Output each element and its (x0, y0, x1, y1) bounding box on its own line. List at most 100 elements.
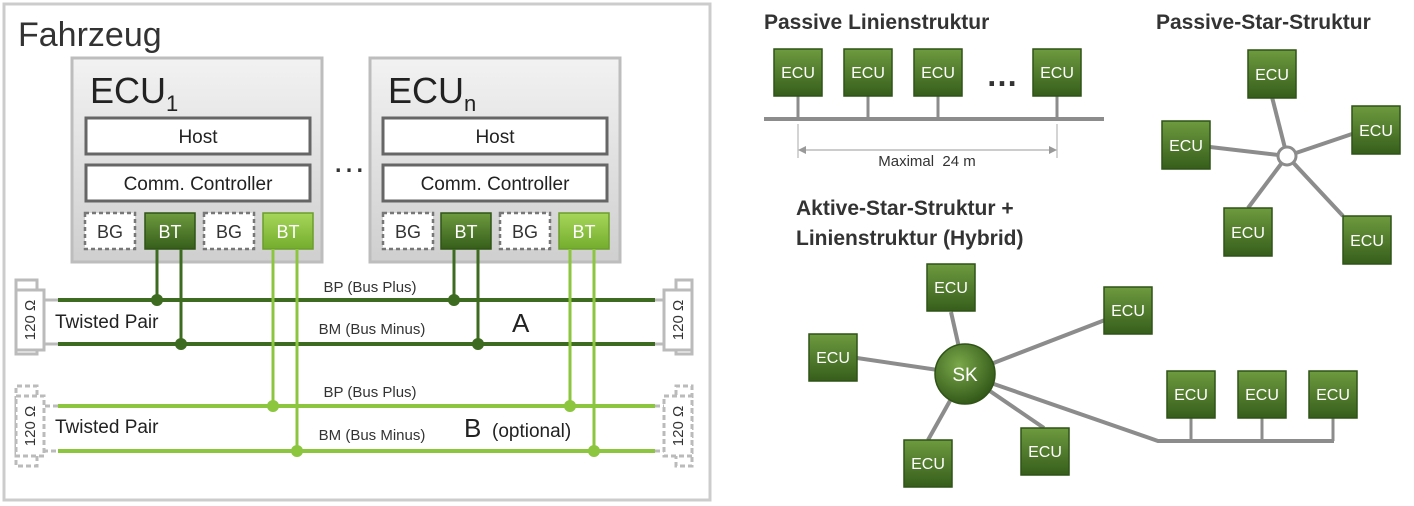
junction-dot (291, 445, 303, 457)
active-star-hub: SK (934, 343, 996, 405)
passive-star-ecu: ECU (1247, 49, 1297, 99)
ecu-1-controller (84, 163, 312, 203)
active-star-ecu: ECU (808, 333, 858, 382)
ecu-n-slot-bg-1: BG (381, 211, 435, 251)
svg-text:BT: BT (276, 222, 299, 242)
ecu-n-host (381, 116, 609, 156)
ecu-1-host (84, 116, 312, 156)
resistor-b-left: 120 Ω (14, 384, 58, 468)
passive-line-title: Passive Linienstruktur (764, 11, 989, 34)
svg-text:ECU: ECU (1028, 444, 1062, 461)
active-star-ecu: ECU (1103, 286, 1153, 335)
ecu-ellipsis: … (332, 142, 366, 180)
svg-text:ECU: ECU (816, 350, 850, 367)
passive-star-panel: Passive-Star-Struktur ECU ECU ECU ECU EC… (1156, 11, 1401, 265)
ecu-1-host-label: Host (178, 127, 218, 148)
passive-star-ecu: ECU (1342, 215, 1392, 265)
svg-text:BT: BT (572, 222, 595, 242)
svg-text:ECU: ECU (1316, 387, 1350, 404)
active-star-title-line1: Aktive-Star-Struktur + (796, 197, 1014, 220)
active-star-ecu: ECU (926, 263, 976, 312)
ecu-n-controller (381, 163, 609, 203)
passive-star-ecu: ECU (1161, 120, 1211, 170)
junction-dot (151, 294, 163, 306)
junction-dot (472, 338, 484, 350)
channel-a-bus (58, 249, 655, 350)
svg-text:ECU: ECU (1245, 387, 1279, 404)
resistor-b-right: 120 Ω (655, 384, 694, 468)
svg-text:BT: BT (158, 222, 181, 242)
ecu-1-slot-bg-1: BG (83, 211, 137, 251)
svg-text:120 Ω: 120 Ω (22, 300, 39, 340)
ecu-n-sub: n (464, 91, 476, 116)
channel-a-bp-label: BP (Bus Plus) (323, 279, 416, 296)
active-star-ecu: ECU (903, 439, 953, 488)
passive-star-ecu: ECU (1223, 207, 1273, 257)
svg-text:ECU: ECU (1174, 387, 1208, 404)
resistor-a-right: 120 Ω (655, 278, 694, 356)
vehicle-panel: Fahrzeug ECU1 Host Comm. Controller ECUn… (2, 2, 712, 502)
vehicle-title: Fahrzeug (18, 16, 162, 54)
active-star-title-line2: Linienstruktur (Hybrid) (796, 227, 1024, 250)
resistor-a-left: 120 Ω (14, 278, 58, 356)
passive-star-hub (1276, 145, 1298, 167)
junction-dot (267, 400, 279, 412)
svg-text:BG: BG (395, 222, 421, 242)
svg-text:ECU: ECU (1350, 233, 1384, 250)
hybrid-line-ecu: ECU (1166, 370, 1216, 419)
svg-text:120 Ω: 120 Ω (670, 300, 687, 340)
ecu-n-slot-bt-a: BT (440, 212, 492, 250)
active-star-hub-label: SK (952, 365, 978, 386)
ecu-1-slot-bg-2: BG (202, 211, 256, 251)
svg-text:120 Ω: 120 Ω (22, 406, 39, 446)
junction-dot (588, 445, 600, 457)
svg-text:ECU: ECU (781, 65, 815, 82)
svg-text:ECUn: ECUn (388, 70, 476, 116)
channel-a-letter: A (512, 308, 530, 338)
svg-text:ECU: ECU (1040, 65, 1074, 82)
channel-a-pair-label: Twisted Pair (55, 312, 159, 333)
svg-text:ECU: ECU (1231, 225, 1265, 242)
svg-text:120 Ω: 120 Ω (670, 406, 687, 446)
ecu-1-name: ECU (90, 70, 166, 111)
svg-text:BT: BT (454, 222, 477, 242)
ecu-n-slot-bg-2: BG (498, 211, 552, 251)
active-star-panel: Aktive-Star-Struktur + Linienstruktur (H… (796, 197, 1358, 488)
channel-a-bm-label: BM (Bus Minus) (319, 321, 426, 338)
svg-text:ECU: ECU (1169, 138, 1203, 155)
junction-dot (448, 294, 460, 306)
ecu-1-controller-label: Comm. Controller (124, 174, 274, 195)
ecu-n-name: ECU (388, 70, 464, 111)
ecu-n-controller-label: Comm. Controller (421, 174, 571, 195)
svg-text:ECU: ECU (911, 456, 945, 473)
passive-line-ecu: ECU (913, 48, 963, 97)
svg-text:BG: BG (512, 222, 538, 242)
ecu-1-slot-bt-a: BT (144, 212, 196, 250)
svg-text:ECU1: ECU1 (90, 70, 178, 116)
passive-line-ecu: ECU (1032, 48, 1082, 97)
passive-star-title: Passive-Star-Struktur (1156, 11, 1371, 34)
channel-b-note: (optional) (492, 421, 571, 442)
svg-text:ECU: ECU (851, 65, 885, 82)
ecu-1-slot-bt-b: BT (262, 212, 314, 250)
passive-line-ecu: ECU (843, 48, 893, 97)
passive-line-dimension: Maximal 24 m (797, 124, 1058, 170)
svg-text:ECU: ECU (921, 65, 955, 82)
passive-line-panel: Passive Linienstruktur ECU ECU ECU … ECU (764, 11, 1104, 170)
passive-star-ecu: ECU (1351, 105, 1401, 155)
svg-text:ECU: ECU (934, 280, 968, 297)
ecu-n-host-label: Host (475, 127, 515, 148)
svg-text:ECU: ECU (1255, 67, 1289, 84)
svg-text:BG: BG (97, 222, 123, 242)
junction-dot (175, 338, 187, 350)
ecu-n-slot-bt-b: BT (558, 212, 610, 250)
hybrid-line-ecu: ECU (1308, 370, 1358, 419)
junction-dot (564, 400, 576, 412)
ecu-1-sub: 1 (166, 91, 178, 116)
hybrid-line-ecu: ECU (1237, 370, 1287, 419)
channel-b-letter: B (464, 413, 481, 443)
passive-line-ecu: ECU (773, 48, 823, 97)
channel-b-bp-label: BP (Bus Plus) (323, 384, 416, 401)
active-star-ecu: ECU (1020, 427, 1070, 476)
